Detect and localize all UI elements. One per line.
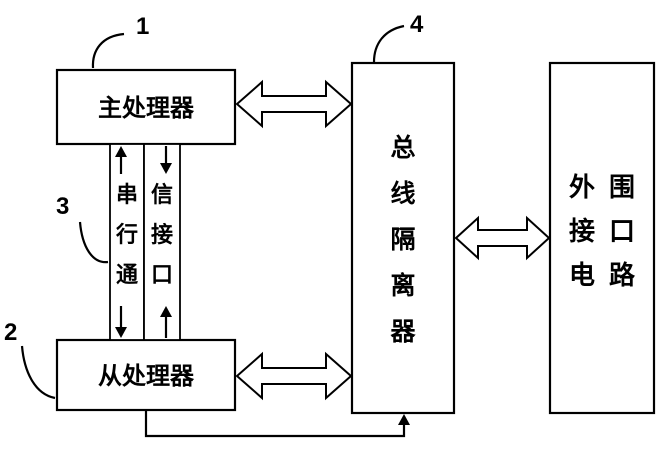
- bus-isolator-char-3: 隔: [390, 225, 415, 254]
- callout-4-number: 4: [410, 11, 424, 38]
- bus-isolator-char-1: 总: [390, 133, 415, 162]
- serial-arrows-bottom: [115, 306, 172, 338]
- serial-arrows-top: [115, 146, 172, 174]
- bus-isolator-char-4: 离: [390, 271, 415, 300]
- bus-to-peripheral-arrow: [454, 215, 551, 261]
- bus-isolator-block: 总 线 隔 离 器: [350, 61, 456, 415]
- peripheral-char-1: 外: [569, 173, 595, 203]
- callout-4: 4: [372, 11, 424, 63]
- slave-to-bus-arrow: [235, 351, 353, 401]
- callout-3: 3: [56, 193, 109, 264]
- callout-2: 2: [4, 319, 56, 400]
- peripheral-interface-block: 外 围 接 口 电 路: [548, 61, 656, 415]
- serial-char-1: 串: [116, 182, 138, 208]
- peripheral-char-6: 路: [609, 260, 636, 291]
- main-to-bus-arrow: [235, 79, 353, 129]
- callout-2-number: 2: [4, 319, 17, 346]
- interface-char-2: 接: [151, 222, 173, 248]
- slave-processor-block: 从处理器: [55, 338, 237, 412]
- interface-char-3: 口: [151, 262, 173, 288]
- bus-isolator-char-2: 线: [390, 179, 415, 208]
- slave-processor-label: 从处理器: [98, 361, 195, 390]
- callout-1-number: 1: [136, 13, 149, 40]
- slave-control-line: [144, 410, 410, 438]
- peripheral-char-2: 围: [609, 173, 635, 203]
- callout-3-number: 3: [56, 193, 69, 220]
- serial-interface-block: 串 行 通 信 接 口: [109, 143, 181, 341]
- peripheral-char-3: 接: [569, 217, 595, 247]
- interface-char-1: 信: [151, 182, 173, 208]
- main-processor-label: 主处理器: [98, 93, 195, 122]
- serial-char-3: 通: [116, 262, 138, 288]
- serial-char-2: 行: [115, 222, 138, 248]
- callout-1: 1: [91, 13, 149, 69]
- bus-isolator-char-5: 器: [389, 317, 416, 346]
- peripheral-char-4: 口: [609, 217, 635, 247]
- main-processor-block: 主处理器: [55, 68, 237, 146]
- peripheral-char-5: 电: [569, 261, 595, 291]
